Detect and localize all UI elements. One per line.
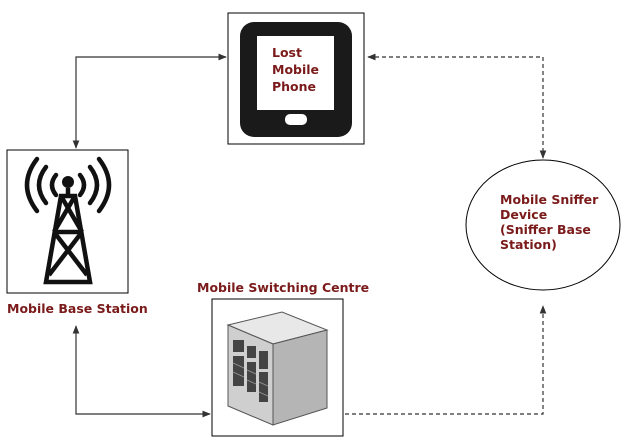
sniffer-line-3: (Sniffer Base: [500, 222, 591, 237]
lost-phone-line-2: Mobile: [272, 62, 320, 77]
switching-centre-node: [211, 298, 344, 437]
lost-phone-line-1: Lost: [272, 45, 302, 60]
sniffer-device-label: Mobile Sniffer Device (Sniffer Base Stat…: [500, 192, 610, 252]
sniffer-device-node: [465, 159, 621, 291]
connector-base-to-phone: [72, 53, 227, 149]
base-station-label: Mobile Base Station: [7, 301, 148, 316]
sniffer-line-4: Station): [500, 237, 557, 252]
lost-phone-node: [227, 12, 365, 145]
tower-icon: [24, 156, 112, 214]
connector-msc-to-sniffer: [345, 305, 547, 415]
base-station-node: [6, 149, 129, 294]
switching-centre-label: Mobile Switching Centre: [197, 280, 370, 295]
lost-phone-line-3: Phone: [272, 79, 317, 94]
connector-phone-to-sniffer: [367, 53, 547, 159]
lost-phone-label: Lost Mobile Phone: [272, 44, 342, 95]
connector-base-to-msc: [72, 325, 211, 418]
sniffer-line-1: Mobile Sniffer: [500, 192, 599, 207]
sniffer-line-2: Device: [500, 207, 548, 222]
server-icon: [226, 311, 329, 426]
